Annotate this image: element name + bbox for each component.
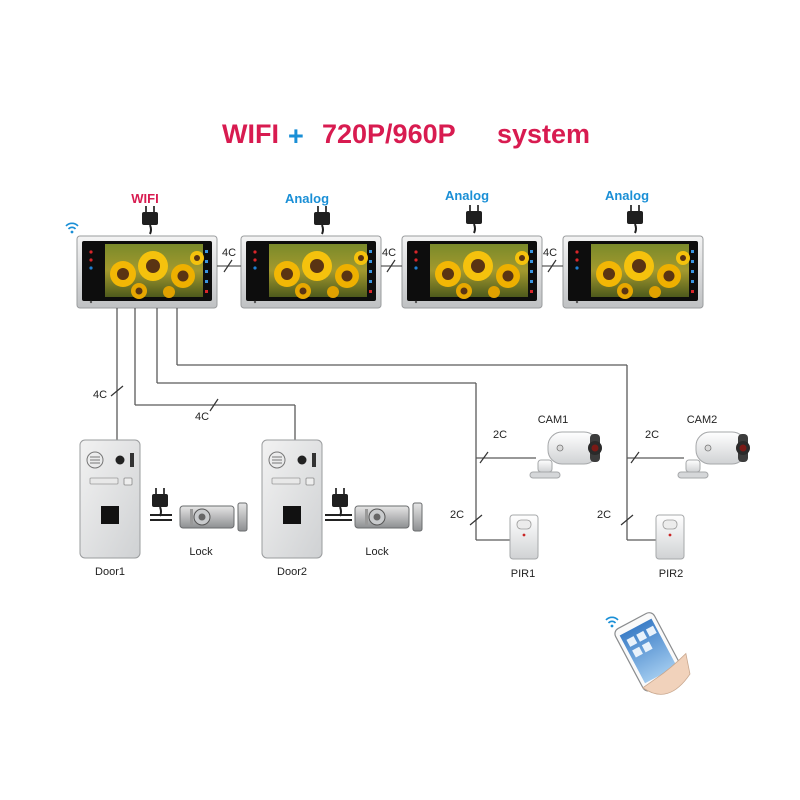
monitor-2-label: Analog bbox=[285, 191, 329, 206]
electric-lock-icon bbox=[179, 502, 248, 532]
distribution-wires bbox=[110, 308, 684, 541]
monitor-chain-wires bbox=[217, 259, 563, 273]
cable-label-cam1: 2C bbox=[493, 429, 507, 441]
diagram-title: WIFI + 720P/960P system bbox=[222, 119, 590, 151]
power-adapter-icon bbox=[331, 487, 349, 517]
power-adapter-icon bbox=[141, 205, 159, 235]
bullet-camera-icon bbox=[529, 431, 603, 479]
monitor-wifi bbox=[77, 236, 217, 308]
pir-sensor-icon bbox=[655, 514, 685, 560]
cable-label-door2: 4C bbox=[195, 411, 209, 423]
title-wifi: WIFI bbox=[222, 119, 279, 149]
cable-label-mon2-mon3: 4C bbox=[382, 247, 396, 259]
door-station-2 bbox=[261, 439, 323, 559]
cable-label-mon3-mon4: 4C bbox=[543, 247, 557, 259]
wifi-icon bbox=[65, 222, 79, 235]
bullet-camera-icon bbox=[677, 431, 751, 479]
wifi-icon bbox=[605, 616, 619, 629]
pir2-label: PIR2 bbox=[659, 568, 683, 580]
title-resolution: 720P/960P bbox=[322, 119, 456, 149]
monitor-3-label: Analog bbox=[445, 188, 489, 203]
cam2-label: CAM2 bbox=[687, 414, 718, 426]
cable-label-pir1: 2C bbox=[450, 509, 464, 521]
cable-label-mon1-mon2: 4C bbox=[222, 247, 236, 259]
cable-label-pir2: 2C bbox=[597, 509, 611, 521]
lock1-label: Lock bbox=[189, 546, 213, 558]
monitor-analog-2 bbox=[402, 236, 542, 308]
door1-label: Door1 bbox=[95, 566, 125, 578]
pir-sensor-icon bbox=[509, 514, 539, 560]
cable-label-cam2: 2C bbox=[645, 429, 659, 441]
monitor-1-label: WIFI bbox=[131, 191, 158, 206]
door2-label: Door2 bbox=[277, 566, 307, 578]
door-station-1 bbox=[79, 439, 141, 559]
power-adapter-icon bbox=[626, 204, 644, 234]
title-system: system bbox=[497, 119, 590, 149]
cable-label-door1: 4C bbox=[93, 389, 107, 401]
cam1-label: CAM1 bbox=[538, 414, 569, 426]
monitor-analog-1 bbox=[241, 236, 381, 308]
power-adapter-icon bbox=[313, 205, 331, 235]
power-adapter-icon bbox=[465, 204, 483, 234]
lock2-label: Lock bbox=[365, 546, 389, 558]
title-plus: + bbox=[288, 121, 304, 151]
power-adapter-icon bbox=[151, 487, 169, 517]
monitor-analog-3 bbox=[563, 236, 703, 308]
smartphone-icon bbox=[614, 612, 691, 695]
electric-lock-icon bbox=[354, 502, 423, 532]
monitor-4-label: Analog bbox=[605, 188, 649, 203]
pir1-label: PIR1 bbox=[511, 568, 535, 580]
